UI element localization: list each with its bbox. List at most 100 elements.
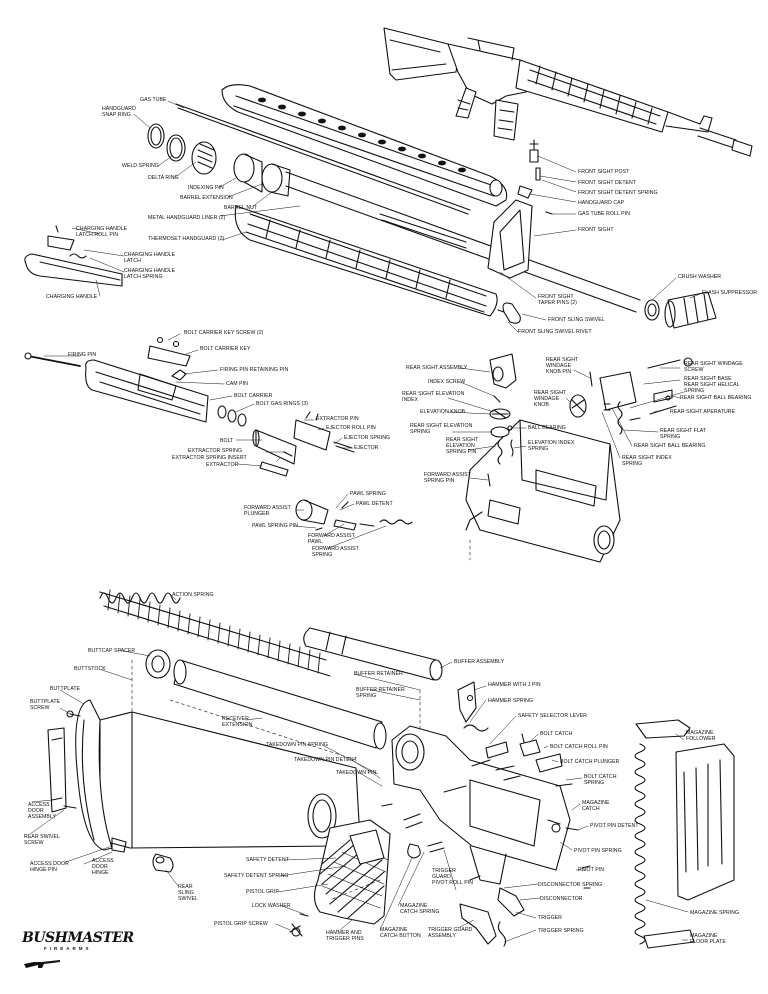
label-safety-selector-lever: SAFETY SELECTOR LEVER <box>518 713 587 719</box>
label-elevation-index-spring: ELEVATION INDEX SPRING <box>528 440 575 452</box>
label-hammer-and-trigger-pins: HAMMER AND TRIGGER PINS <box>326 930 364 942</box>
label-pawl-spring: PAWL SPRING <box>350 491 386 497</box>
label-takedown-pin-spring: TAKEDOWN PIN SPRING <box>266 742 328 748</box>
label-disconnector-spring: DISCONNECTOR SPRING <box>538 882 603 888</box>
label-magazine-catch: MAGAZINE CATCH <box>582 800 610 812</box>
logo-wordmark: BUSHMASTER <box>22 930 134 946</box>
label-bolt-carrier: BOLT CARRIER <box>234 393 273 399</box>
rear-sight-parts <box>487 353 693 487</box>
label-barrel-extension: BARREL EXTENSION <box>180 195 233 201</box>
label-rear-sight-base: REAR SIGHT BASE <box>684 376 732 382</box>
label-gas-tube: GAS TUBE <box>140 97 167 103</box>
label-bolt-catch-spring: BOLT CATCH SPRING <box>584 774 617 786</box>
label-ball-bearing: BALL BEARING <box>528 425 566 431</box>
label-charging-handle-latch-roll-pin: CHARGING HANDLE LATCH ROLL PIN <box>76 226 128 238</box>
label-buttplate: BUTTPLATE <box>50 686 81 692</box>
upper-receiver <box>465 419 621 563</box>
label-rear-sight-flat-spring: REAR SIGHT FLAT SPRING <box>660 428 707 440</box>
label-rear-sight-ball-bearing: REAR SIGHT BALL BEARING <box>634 443 706 449</box>
label-flash-suppressor: FLASH SUPPRESSOR <box>702 290 757 296</box>
label-buttstock: BUTTSTOCK <box>74 666 106 672</box>
label-rear-sight-assembly: REAR SIGHT ASSEMBLY <box>406 365 468 371</box>
label-pawl-detent: PAWL DETENT <box>356 501 393 507</box>
label-pivot-pin-detent: PIVOT PIN DETENT <box>590 823 639 829</box>
label-rear-sight-aperature: REAR SIGHT APERATURE <box>670 409 736 415</box>
label-safety-detent-spring: SAFETY DETENT SPRING <box>224 873 289 879</box>
label-ejector-roll-pin: EJECTOR ROLL PIN <box>326 425 376 431</box>
complete-rifle-illustration <box>383 27 753 157</box>
label-trigger-guard-assembly: TRIGGER GUARD ASSEMBLY <box>428 927 473 939</box>
label-index-screw: INDEX SCREW <box>428 379 466 385</box>
label-forward-assist-spring: FORWARD ASSIST SPRING <box>312 546 359 558</box>
label-bolt-catch-plunger: BOLT CATCH PLUNGER <box>560 759 620 765</box>
label-indexing-pin: INDEXING PIN <box>188 185 224 191</box>
bolt-carrier-group <box>24 336 355 477</box>
label-lock-washer: LOCK WASHER <box>252 903 291 909</box>
label-pistol-grip: PISTOL GRIP <box>246 889 279 895</box>
label-front-sling-swivel: FRONT SLING SWIVEL <box>548 317 605 323</box>
fire-control-parts <box>403 681 591 947</box>
label-charging-handle-latch: CHARGING HANDLE LATCH <box>124 252 176 264</box>
label-magazine-spring: MAGAZINE SPRING <box>690 910 740 916</box>
label-bolt-catch: BOLT CATCH <box>540 731 573 737</box>
label-pivot-pin-spring: PIVOT PIN SPRING <box>574 848 622 854</box>
label-handguard-cap: HANDGUARD CAP <box>578 200 625 206</box>
label-buffer-retainer-spring: BUFFER RETAINER SPRING <box>356 687 405 699</box>
label-rear-sight-windage-screw: REAR SIGHT WINDAGE SCREW <box>684 361 743 373</box>
label-extractor-spring: EXTRACTOR SPRING <box>188 448 243 454</box>
label-rear-swivel-screw: REAR SWIVEL SCREW <box>24 834 61 846</box>
lower-receiver <box>391 725 571 885</box>
label-magazine-floor-plate: MAGAZINE FLOOR PLATE <box>690 933 726 945</box>
label-pivot-pin: PIVOT PIN <box>578 867 605 873</box>
label-rear-sight-windage-knob: REAR SIGHT WINDAGE KNOB <box>534 390 567 408</box>
label-disconnector: DISCONNECTOR <box>540 896 583 902</box>
label-magazine-catch-spring: MAGAZINE CATCH SPRING <box>400 903 440 915</box>
label-front-sight-detent: FRONT SIGHT DETENT <box>578 180 637 186</box>
label-access-door-hinge: ACCESS DOOR HINGE <box>92 858 114 876</box>
label-buttplate-screw: BUTTPLATE SCREW <box>30 699 61 711</box>
label-trigger-guard-pivot-roll-pin: TRIGGER GUARD PIVOT ROLL PIN <box>432 868 474 886</box>
label-rear-sling-swivel: REAR SLING SWIVEL <box>178 884 198 902</box>
pistol-grip <box>289 803 393 937</box>
label-hammer-spring: HAMMER SPRING <box>488 698 534 704</box>
label-action-spring: ACTION SPRING <box>172 592 214 598</box>
label-rear-sight-elevation-index: REAR SIGHT ELEVATION INDEX <box>402 391 465 403</box>
label-forward-assist-plunger: FORWARD ASSIST PLUNGER <box>244 505 291 517</box>
charging-handle <box>24 225 123 287</box>
label-ejector: EJECTOR <box>354 445 379 451</box>
label-front-sight-detent-spring: FRONT SIGHT DETENT SPRING <box>578 190 658 196</box>
magazine <box>634 719 735 949</box>
label-forward-assist-pawl: FORWARD ASSIST PAWL <box>308 533 355 545</box>
logo-rifle-icon <box>24 960 60 968</box>
bushmaster-logo: BUSHMASTER FIREARMS <box>22 930 134 976</box>
label-ejector-spring: EJECTOR SPRING <box>344 435 391 441</box>
front-sight-block <box>487 139 717 329</box>
label-elevation-knob: ELEVATION KNOB <box>420 409 466 415</box>
label-charging-handle: CHARGING HANDLE <box>46 294 98 300</box>
label-takedown-pin-detent: TAKEDOWN PIN DETENT <box>294 757 357 763</box>
label-firing-pin-retaining-pin: FIRING PIN RETAINING PIN <box>220 367 289 373</box>
label-takedown-pin: TAKEDOWN PIN <box>336 770 377 776</box>
label-pistol-grip-screw: PISTOL GRIP SCREW <box>214 921 268 927</box>
leader-lines <box>29 100 701 943</box>
label-firing-pin: FIRING PIN <box>68 352 97 358</box>
label-magazine-catch-button: MAGAZINE CATCH BUTTON <box>380 927 421 939</box>
label-receiver-extension: RECEIVER EXTENSION <box>222 716 253 728</box>
label-handguard-snap-ring: HANDGUARD SNAP RING <box>102 106 136 118</box>
label-gas-tube-roll-pin: GAS TUBE ROLL PIN <box>578 211 630 217</box>
label-buttcap-spacer: BUTTCAP SPACER <box>88 648 136 654</box>
label-bolt-catch-roll-pin: BOLT CATCH ROLL PIN <box>550 744 608 750</box>
label-cam-pin: CAM PIN <box>226 381 248 387</box>
label-thermoset-handguard: THERMOSET HANDGUARD (2) <box>148 236 225 242</box>
label-rear-sight-elevation-spring: REAR SIGHT ELEVATION SPRING <box>410 423 473 435</box>
handguard-vent-holes <box>258 97 466 173</box>
label-rear-sight-ball-bearing-right: REAR SIGHT BALL BEARING <box>680 395 752 401</box>
label-barrel-nut: BARREL NUT <box>224 205 258 211</box>
label-buffer-retainer: BUFFER RETAINER <box>354 671 403 677</box>
label-metal-handguard-liner: METAL HANDGUARD LINER (2) <box>148 215 226 221</box>
label-front-sight-taper-pins: FRONT SIGHT TAPER PINS (2) <box>538 294 577 306</box>
label-buffer-assembly: BUFFER ASSEMBLY <box>454 659 505 665</box>
receiver-extension-tube <box>145 649 387 750</box>
label-extractor: EXTRACTOR <box>206 462 239 468</box>
